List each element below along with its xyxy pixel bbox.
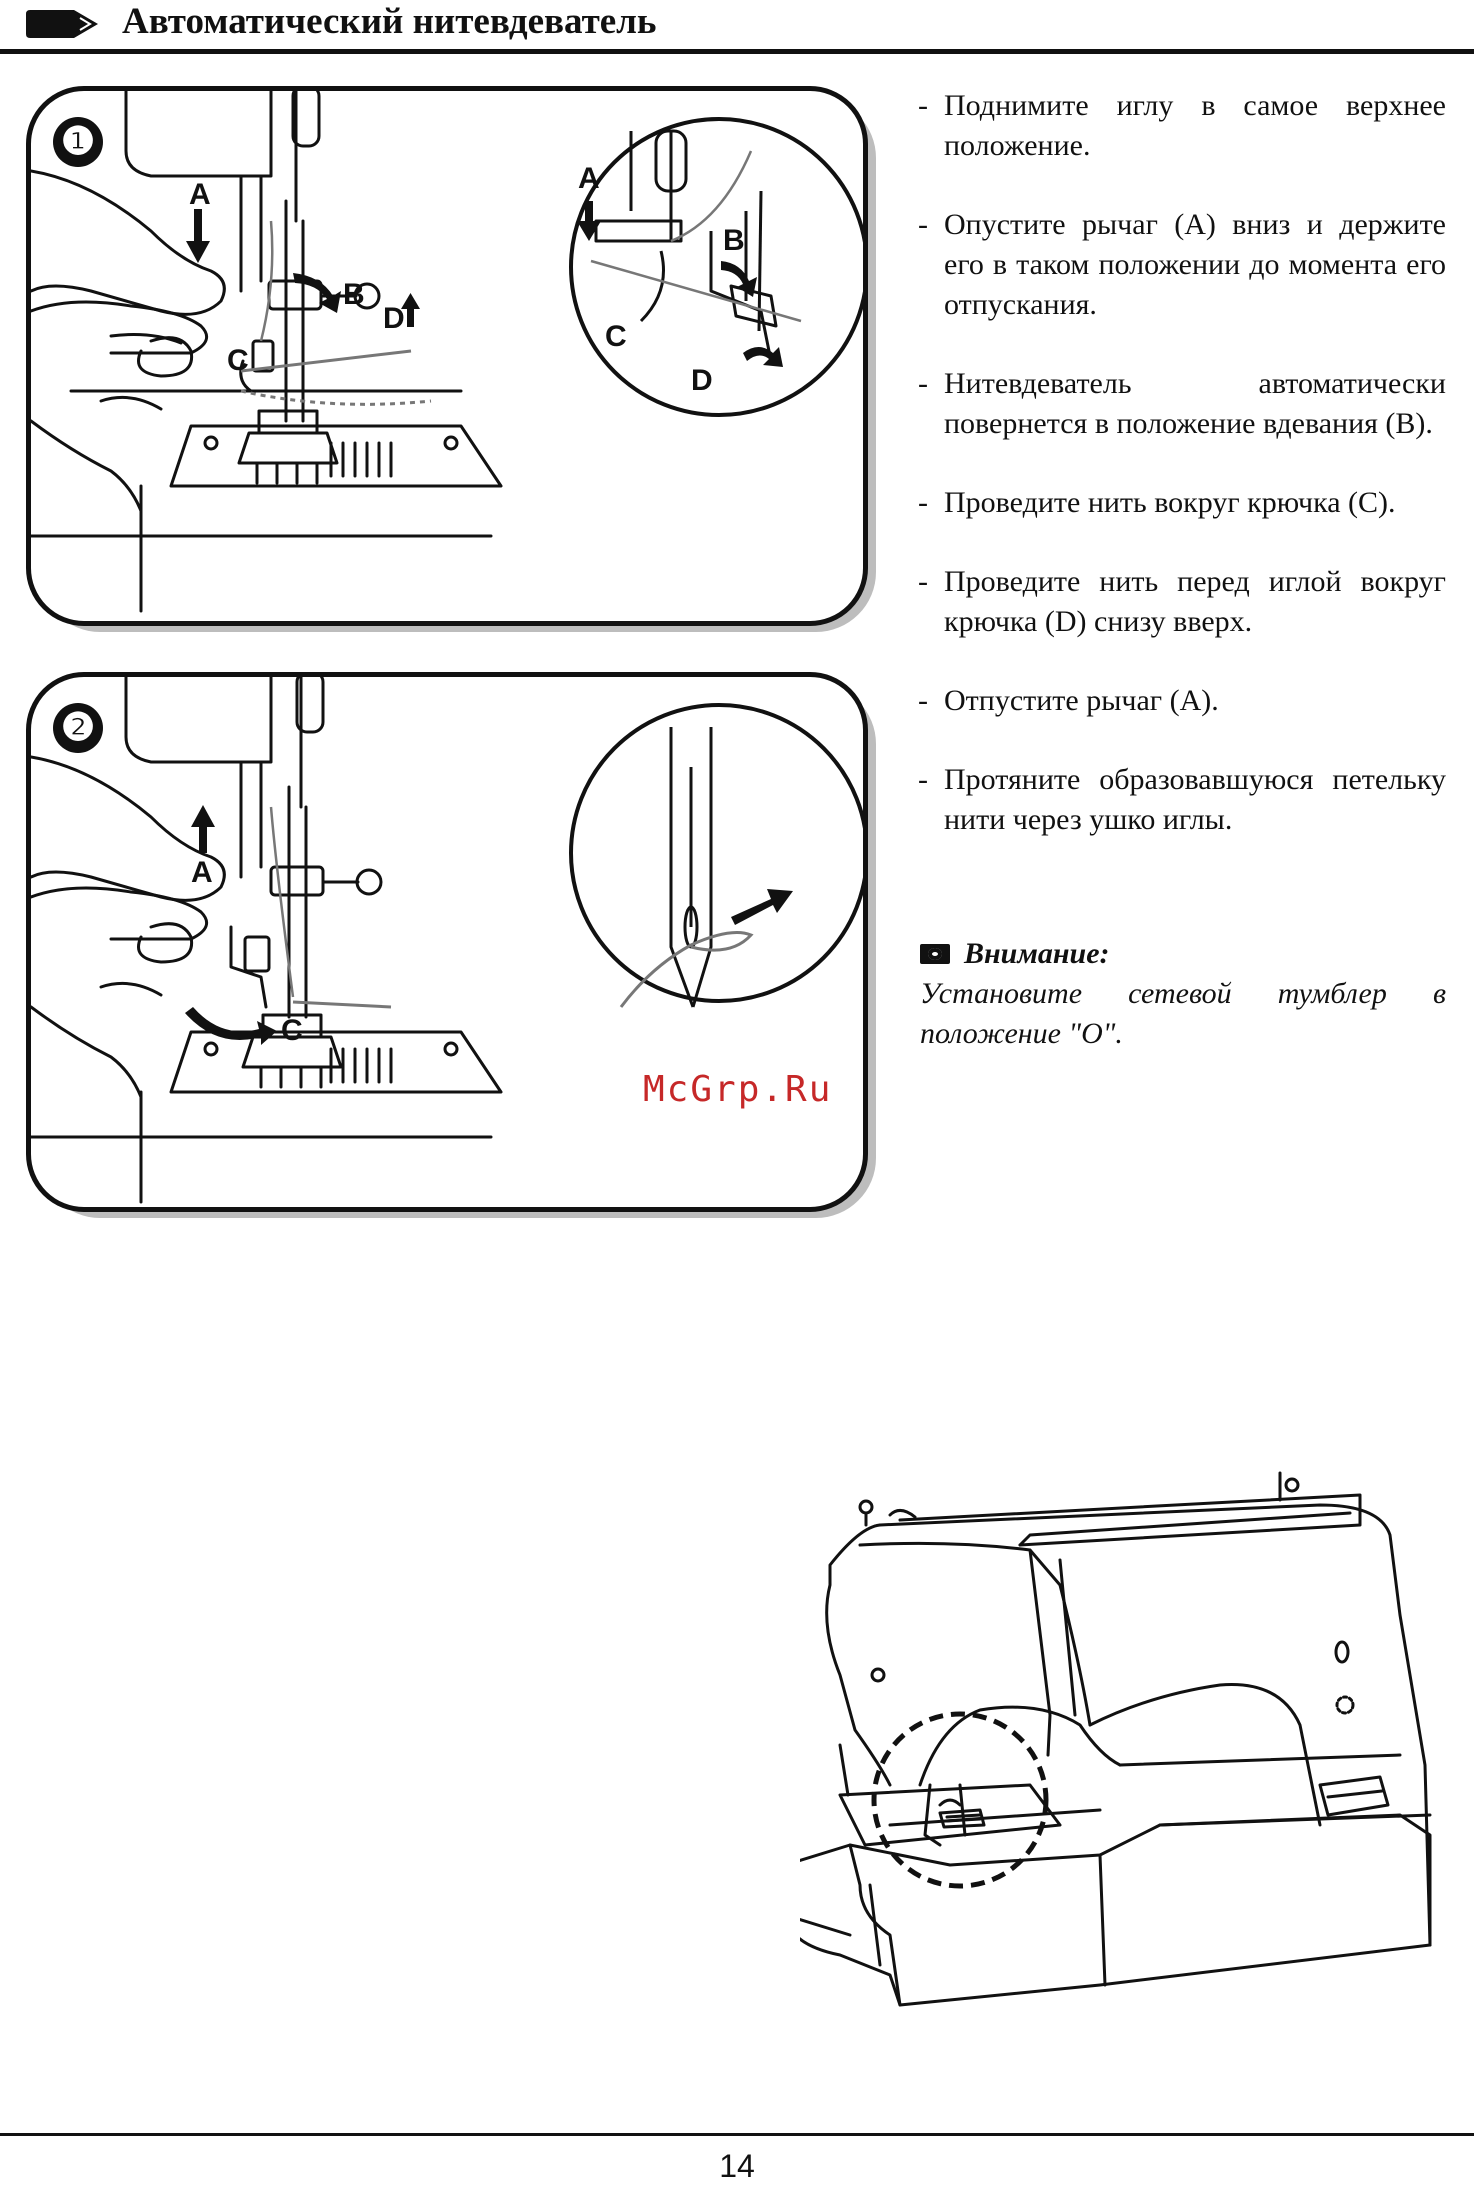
figure-panel-2: ❷ A C bbox=[26, 672, 868, 1212]
page-number: 14 bbox=[719, 2148, 755, 2184]
page-title: Автоматический нитевдеватель bbox=[122, 1, 657, 42]
instruction-item: Поднимите иглу в самое верхнее положение… bbox=[918, 86, 1446, 166]
step-1-badge: ❶ bbox=[53, 117, 103, 167]
inset-label-a: A bbox=[578, 162, 600, 195]
label-a: A bbox=[189, 178, 211, 211]
instruction-item: Проведите нить вокруг крючка (C). bbox=[918, 483, 1446, 523]
note-text: Установите сетевой тумблер в положение "… bbox=[920, 977, 1446, 1050]
attention-note: Внимание: Установите сетевой тумблер в п… bbox=[920, 934, 1446, 1054]
footer-rule bbox=[0, 2133, 1474, 2136]
step-2-badge: ❷ bbox=[53, 703, 103, 753]
instruction-item: Нитевдеватель автоматически повернется в… bbox=[918, 364, 1446, 444]
instruction-list: Поднимите иглу в самое верхнее положение… bbox=[918, 86, 1446, 879]
instruction-item: Отпустите рычаг (A). bbox=[918, 681, 1446, 721]
threading-illustration-2 bbox=[31, 677, 863, 1204]
eye-icon bbox=[920, 944, 950, 964]
section-marker-icon bbox=[26, 10, 98, 38]
label-a: A bbox=[191, 856, 213, 889]
instruction-item: Протяните образовавшуюся петельку нити ч… bbox=[918, 760, 1446, 840]
instruction-item: Проведите нить перед иглой вокруг крючка… bbox=[918, 562, 1446, 642]
inset-label-b: B bbox=[723, 224, 745, 257]
watermark: McGrp.Ru bbox=[643, 1069, 833, 1110]
label-c: C bbox=[281, 1014, 303, 1047]
label-d: D bbox=[383, 302, 405, 335]
label-b: B bbox=[343, 278, 365, 311]
figure-panel-1: ❶ A B C D A B C D bbox=[26, 86, 868, 626]
threading-illustration-1 bbox=[31, 91, 863, 613]
inset-label-c: C bbox=[605, 320, 627, 353]
instruction-item: Опустите рычаг (A) вниз и держите его в … bbox=[918, 205, 1446, 325]
note-heading: Внимание: bbox=[920, 934, 1446, 974]
sewing-machine-illustration bbox=[800, 1471, 1432, 2007]
note-title: Внимание: bbox=[964, 937, 1110, 970]
label-c: C bbox=[227, 344, 249, 377]
inset-label-d: D bbox=[691, 364, 713, 397]
header-rule bbox=[0, 49, 1474, 54]
